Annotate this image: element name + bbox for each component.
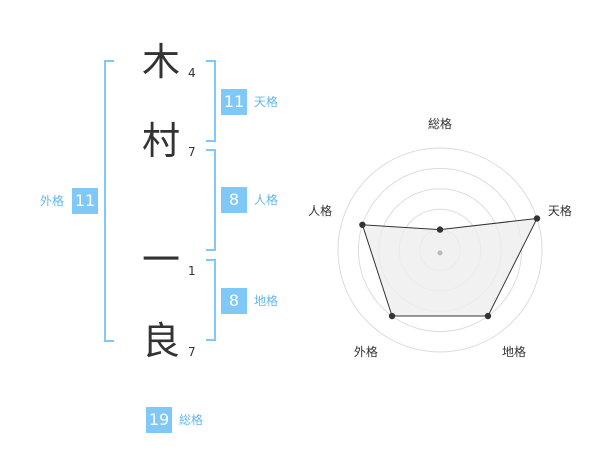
radar-axis-label-3: 外格 <box>354 344 378 359</box>
radar-point-3 <box>388 312 396 320</box>
tenkaku-score: 11 <box>221 89 247 115</box>
gaikaku-label: 外格 <box>40 194 65 208</box>
radar-polygon <box>361 217 538 317</box>
radar-point-2 <box>484 312 492 320</box>
soukaku-label: 総格 <box>179 413 204 427</box>
radar-point-4 <box>359 221 366 228</box>
name-char-2: 村 <box>141 119 180 163</box>
name-char-3: 一 <box>141 238 180 282</box>
gaikaku-bracket <box>104 60 114 342</box>
radar-axis-label-0: 総格 <box>428 116 452 131</box>
chikaku-score: 8 <box>221 288 247 314</box>
gaikaku-score: 11 <box>72 188 98 214</box>
stroke-count-3: 1 <box>188 264 196 278</box>
soukaku-score: 19 <box>146 407 172 433</box>
stroke-count-4: 7 <box>188 345 196 359</box>
name-char-1: 木 <box>141 40 180 84</box>
radar-center-dot <box>437 250 443 256</box>
stroke-count-2: 7 <box>188 145 196 159</box>
radar-point-0 <box>436 226 444 233</box>
radar-point-1 <box>533 215 541 222</box>
chikaku-label: 地格 <box>254 294 279 308</box>
tenkaku-label: 天格 <box>254 95 279 109</box>
jinkaku-label: 人格 <box>254 193 279 207</box>
jinkaku-bracket <box>206 149 216 251</box>
name-char-4: 良 <box>141 319 180 363</box>
chikaku-bracket <box>206 259 216 341</box>
radar-grid-ring <box>337 147 543 353</box>
radar-axis-label-4: 人格 <box>308 203 332 218</box>
stroke-count-1: 4 <box>188 66 196 80</box>
tenkaku-bracket <box>206 60 216 142</box>
jinkaku-score: 8 <box>221 187 247 213</box>
radar-axis-label-1: 天格 <box>548 203 572 218</box>
radar-axis-label-2: 地格 <box>502 344 526 359</box>
